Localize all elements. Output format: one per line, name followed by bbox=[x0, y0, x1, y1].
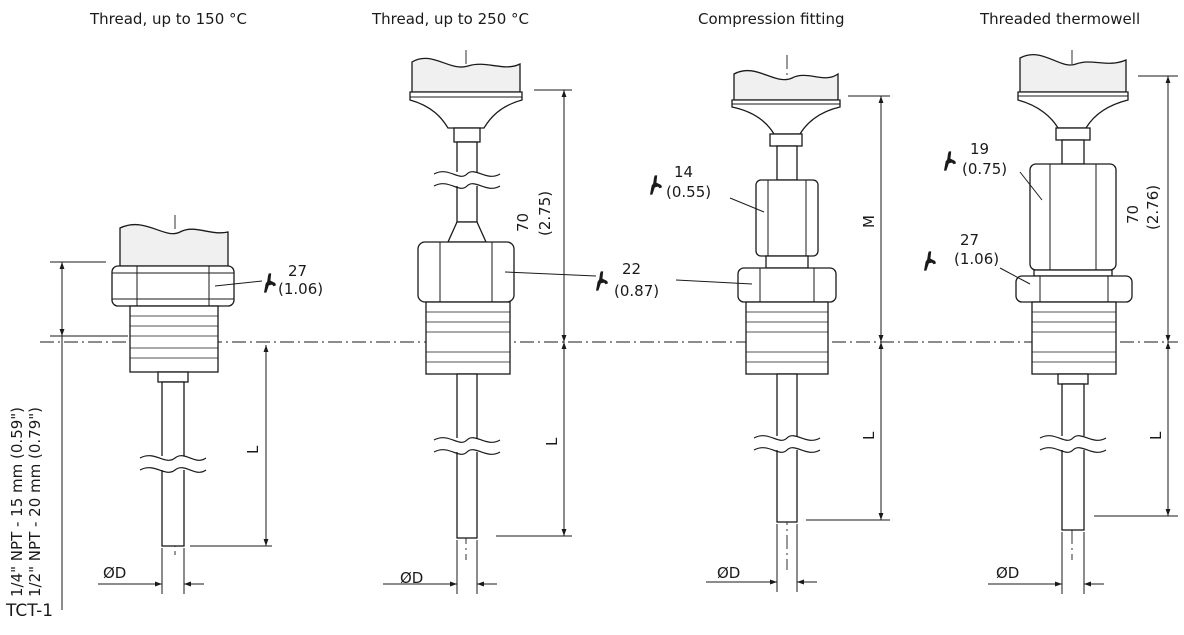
wrench-v2-in: (0.87) bbox=[614, 282, 659, 300]
model-code: TCT-1 bbox=[6, 601, 54, 621]
dim-70-v4: 70 bbox=[1124, 205, 1142, 224]
wrench-v2-mm: 22 bbox=[622, 260, 641, 278]
dim-L-v1: L bbox=[244, 445, 262, 454]
dim-2-76-v4: (2.76) bbox=[1144, 185, 1162, 230]
wrench-v4b-mm: 27 bbox=[960, 231, 979, 249]
head-v1 bbox=[119, 223, 229, 267]
view-thread-250 bbox=[383, 50, 608, 594]
head-v4 bbox=[1019, 53, 1127, 93]
head-v3 bbox=[733, 69, 839, 101]
thread-v1 bbox=[129, 305, 219, 373]
npt-quarter-label: 1/4" NPT - 15 mm (0.59") bbox=[8, 407, 26, 597]
wrench-v4a-mm: 19 bbox=[970, 140, 989, 158]
dim-L-v2: L bbox=[543, 437, 561, 446]
npt-half-label: 1/2" NPT - 20 mm (0.79") bbox=[26, 407, 44, 597]
wrench-v1-in: (1.06) bbox=[278, 280, 323, 298]
wrench-v3-in: (0.55) bbox=[666, 183, 711, 201]
wrench-v3-mm: 14 bbox=[674, 163, 693, 181]
hex-nut-v3 bbox=[737, 267, 837, 303]
dim-70-v2: 70 bbox=[514, 213, 532, 232]
probe-v4 bbox=[1061, 383, 1085, 531]
dim-diameter-v4: ØD bbox=[996, 564, 1019, 582]
title-threaded-thermowell: Threaded thermowell bbox=[980, 10, 1141, 28]
dim-L-v4: L bbox=[1147, 431, 1165, 440]
small-nut-v3 bbox=[755, 179, 819, 257]
view-thread-150 bbox=[50, 215, 276, 610]
dim-L-v3: L bbox=[860, 431, 878, 440]
thread-v2 bbox=[425, 301, 511, 375]
thread-v3 bbox=[745, 301, 829, 375]
wrench-v1-mm: 27 bbox=[288, 262, 307, 280]
thread-v4 bbox=[1031, 301, 1117, 375]
view-threaded-thermowell bbox=[924, 50, 1178, 594]
hex-nut-v4 bbox=[1015, 275, 1133, 303]
wrench-icon bbox=[924, 251, 936, 271]
wrench-v4a-in: (0.75) bbox=[962, 160, 1007, 178]
long-hex-v4 bbox=[1029, 163, 1117, 271]
wrench-icon bbox=[650, 175, 662, 195]
wrench-icon bbox=[264, 273, 276, 293]
dim-diameter-v3: ØD bbox=[717, 564, 740, 582]
head-v2 bbox=[411, 57, 521, 93]
dim-M-v3: M bbox=[860, 215, 878, 228]
dim-diameter-v1: ØD bbox=[103, 564, 126, 582]
hex-nut-v2 bbox=[417, 241, 515, 303]
wrench-icon bbox=[596, 271, 608, 291]
wrench-v4b-in: (1.06) bbox=[954, 250, 999, 268]
view-compression-fitting bbox=[650, 55, 890, 592]
dim-2-75-v2: (2.75) bbox=[536, 191, 554, 236]
title-thread-250: Thread, up to 250 °C bbox=[372, 10, 529, 28]
wrench-icon bbox=[944, 151, 956, 171]
probe-v2 bbox=[456, 373, 478, 539]
dim-diameter-v2: ØD bbox=[400, 569, 423, 587]
title-thread-150: Thread, up to 150 °C bbox=[90, 10, 247, 28]
title-compression-fitting: Compression fitting bbox=[698, 10, 845, 28]
